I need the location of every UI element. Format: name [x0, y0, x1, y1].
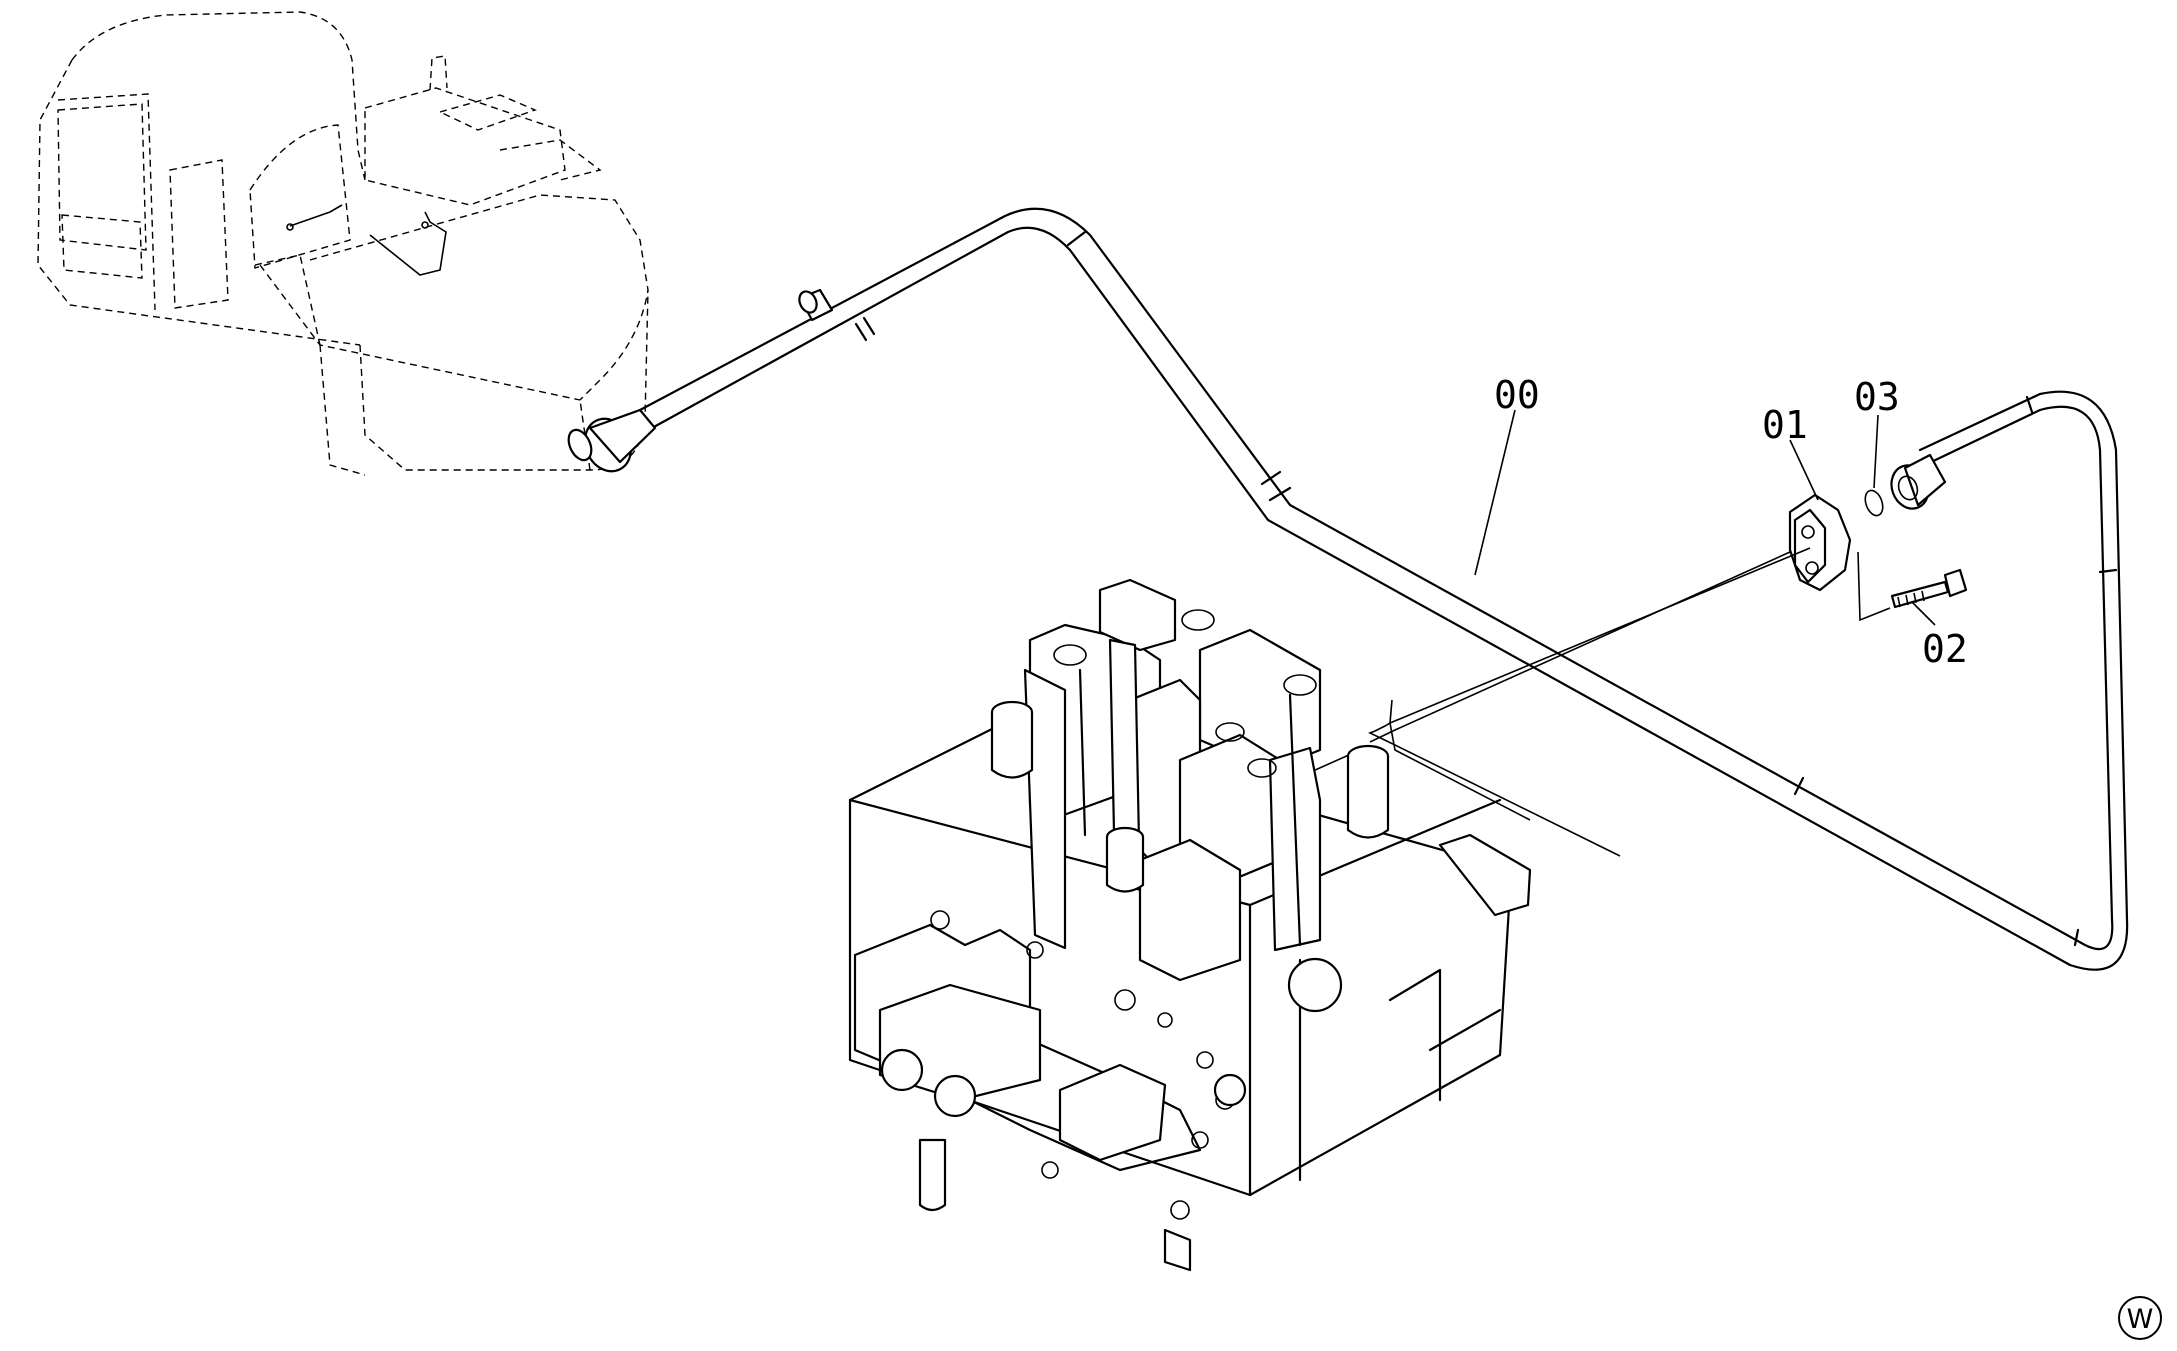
corner-mark-text: W	[2127, 1304, 2154, 1335]
split-flange-part	[1788, 493, 1852, 592]
flange-alignment-line	[1368, 547, 1811, 857]
control-valve-block	[848, 578, 1532, 1272]
leader-03	[1873, 414, 1879, 489]
part-label-03: 03	[1854, 375, 1900, 419]
corner-mark: W	[2118, 1296, 2162, 1340]
centerline	[1247, 551, 1791, 801]
excavator-locator-illustration	[37, 11, 649, 476]
part-label-02: 02	[1922, 627, 1968, 671]
part-label-00: 00	[1494, 373, 1540, 417]
hose-assembly	[567, 207, 2129, 971]
valve-spools	[990, 578, 1390, 982]
leader-01	[1789, 439, 1819, 501]
o-ring-part	[1864, 489, 1884, 517]
leader-00	[1474, 409, 1516, 576]
leader-lines	[1474, 409, 1936, 626]
bolt-part	[1857, 551, 1968, 622]
part-label-01: 01	[1762, 403, 1808, 447]
leader-02	[1911, 601, 1936, 626]
